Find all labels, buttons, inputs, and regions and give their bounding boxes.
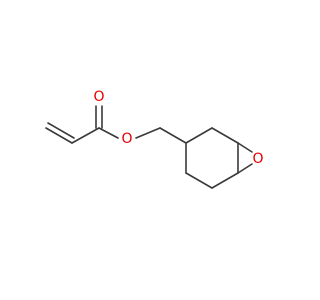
carbonyl-oxygen-label: O [93,89,104,105]
vinyl-double-bond [45,122,75,144]
cyclohexane-ring [185,127,239,189]
bond-methylene-ring [159,127,187,144]
ester-oxygen-label: O [121,131,132,147]
carbonyl-double-bond [95,105,103,129]
bond-vinyl-carbonyl [71,127,100,144]
bond-carbonyl-ester-oxygen [98,127,119,139]
molecule-diagram: O O O [45,89,264,189]
bond-ester-oxygen-methylene [135,127,161,139]
epoxide-bonds [237,142,253,174]
epoxide-oxygen-label: O [252,151,263,167]
